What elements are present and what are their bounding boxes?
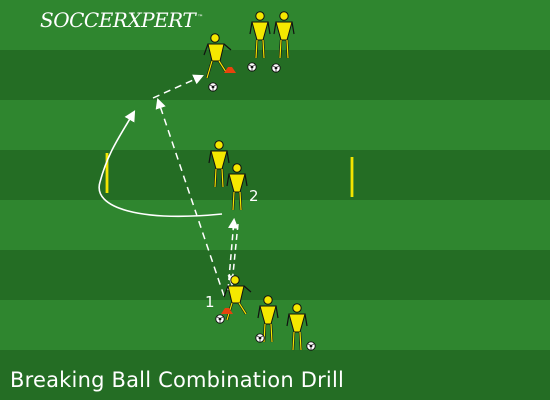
soccer-ball-icon: [255, 333, 265, 343]
return-pass-arrow: [227, 223, 239, 287]
short-pass-arrow: [152, 74, 204, 99]
soccer-ball-icon: [271, 63, 281, 73]
logo-text: SOCCERXPERT: [40, 8, 196, 32]
long-pass-arrow: [155, 98, 225, 297]
field-stripe: [0, 100, 550, 150]
soccer-ball-icon: [215, 314, 225, 324]
trademark-mark: ™: [197, 14, 204, 21]
gate-pole-icon: [350, 157, 354, 197]
soccer-ball-icon: [247, 62, 257, 72]
player-1-label: 1: [205, 293, 215, 311]
player-run-arrow: [98, 110, 223, 217]
player-2-label: 2: [249, 187, 259, 205]
drill-title: Breaking Ball Combination Drill: [10, 368, 345, 392]
soccer-ball-icon: [208, 82, 218, 92]
soccer-ball-icon: [306, 341, 316, 351]
field-stripe: [0, 200, 550, 250]
soccerxpert-logo: SOCCERXPERT ™: [40, 8, 203, 40]
